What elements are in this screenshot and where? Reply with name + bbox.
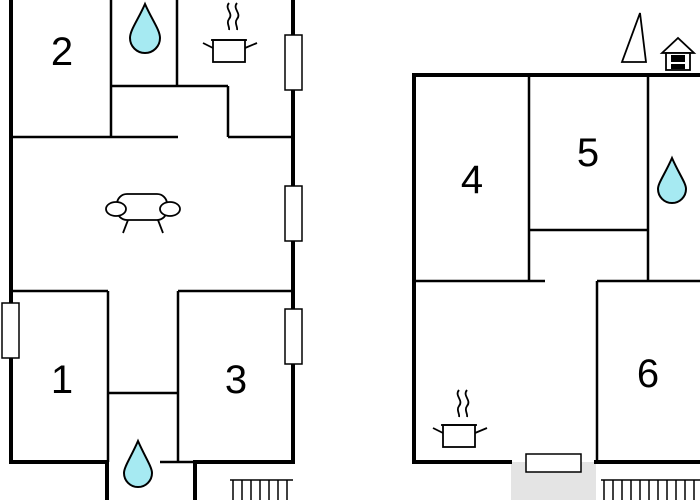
room-4-label: 4: [461, 158, 483, 202]
stairs-left: [230, 479, 293, 500]
right-floor: 4 5 6: [412, 12, 700, 500]
cooking-pot-icon: [202, 2, 258, 63]
sofa-icon: [105, 193, 181, 234]
room-3-label: 3: [225, 358, 247, 402]
window-kitchen: [284, 34, 303, 91]
house-icon: [659, 36, 697, 71]
window-living: [284, 185, 303, 242]
water-drop-icon: [128, 1, 162, 54]
room-1-label: 1: [51, 358, 73, 402]
north-arrow-icon: [620, 12, 648, 63]
cooking-pot-icon: [432, 389, 488, 448]
room-5-label: 5: [577, 131, 599, 175]
stairs-right: [601, 479, 700, 500]
water-drop-icon: [656, 155, 688, 204]
water-drop-icon: [122, 438, 154, 488]
entrance-door: [525, 453, 582, 473]
window-room1: [1, 302, 20, 359]
window-room3: [284, 308, 303, 365]
left-floor: 2 1 3: [1, 0, 303, 500]
room-2-label: 2: [51, 30, 73, 74]
room-6-label: 6: [637, 352, 659, 396]
